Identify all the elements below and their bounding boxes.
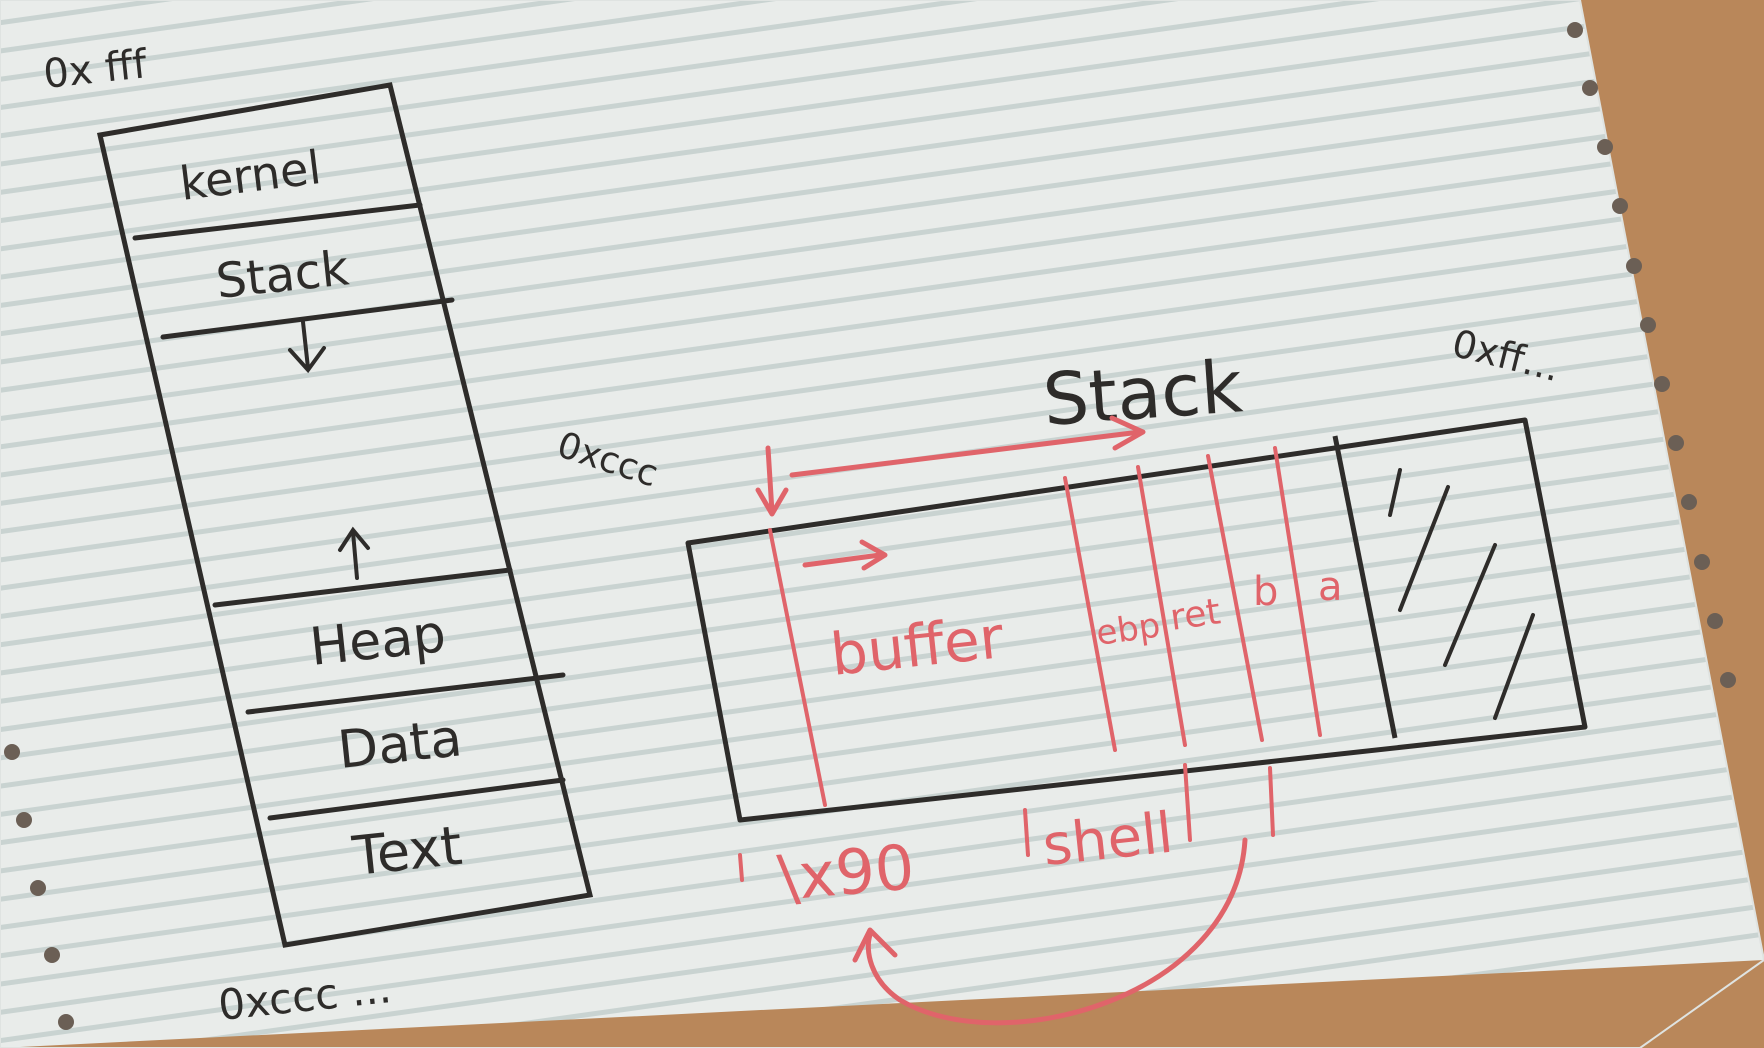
stack-direction-arrow (789, 429, 1143, 478)
ebp-cell-label: ebp (1094, 605, 1163, 654)
stack-grows-down-arrow (301, 320, 310, 370)
hatched-region (1388, 468, 1535, 720)
a-cell-label: a (1318, 564, 1343, 610)
return-jump-arrow (865, 837, 1248, 1026)
top-address-label: 0x fff (41, 41, 150, 98)
write-direction-arrow (802, 552, 883, 568)
buffer-start-arrow (765, 445, 775, 515)
heap-segment-label: Heap (307, 604, 448, 678)
heap-grows-up-arrow (351, 530, 359, 580)
ret-cell-label: ret (1168, 591, 1223, 639)
perforation-holes (4, 22, 1736, 1030)
nop-sled-label: \x90 (775, 830, 917, 915)
shellcode-label: shell (1040, 801, 1176, 879)
text-segment-label: Text (349, 814, 465, 888)
stack-segment-label: Stack (213, 240, 351, 310)
data-segment-label: Data (335, 708, 465, 781)
b-cell-label: b (1253, 569, 1278, 615)
stack-frame-title: Stack (1040, 344, 1245, 442)
